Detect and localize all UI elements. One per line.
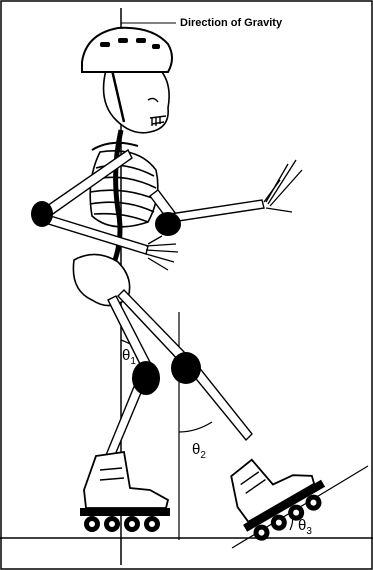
elbow-pad-front bbox=[155, 212, 181, 236]
clavicle bbox=[92, 143, 138, 150]
theta2-label: θ2 bbox=[192, 442, 206, 461]
theta2-arc bbox=[179, 422, 212, 432]
theta3-label: θ3 bbox=[298, 518, 312, 537]
theta1-subscript: 1 bbox=[130, 356, 136, 367]
knee-pad-back bbox=[132, 361, 160, 395]
theta1-label: θ1 bbox=[122, 348, 136, 367]
knee-pad-front bbox=[171, 352, 201, 384]
back-hand bbox=[146, 236, 178, 270]
back-skate bbox=[80, 452, 170, 532]
front-skate bbox=[217, 435, 333, 546]
gravity-label: Direction of Gravity bbox=[180, 18, 282, 29]
theta2-subscript: 2 bbox=[200, 450, 206, 461]
elbow-pad-back bbox=[31, 201, 53, 227]
theta3-subscript: 3 bbox=[306, 526, 312, 537]
helmet-icon bbox=[82, 28, 172, 72]
front-hand bbox=[264, 160, 302, 212]
